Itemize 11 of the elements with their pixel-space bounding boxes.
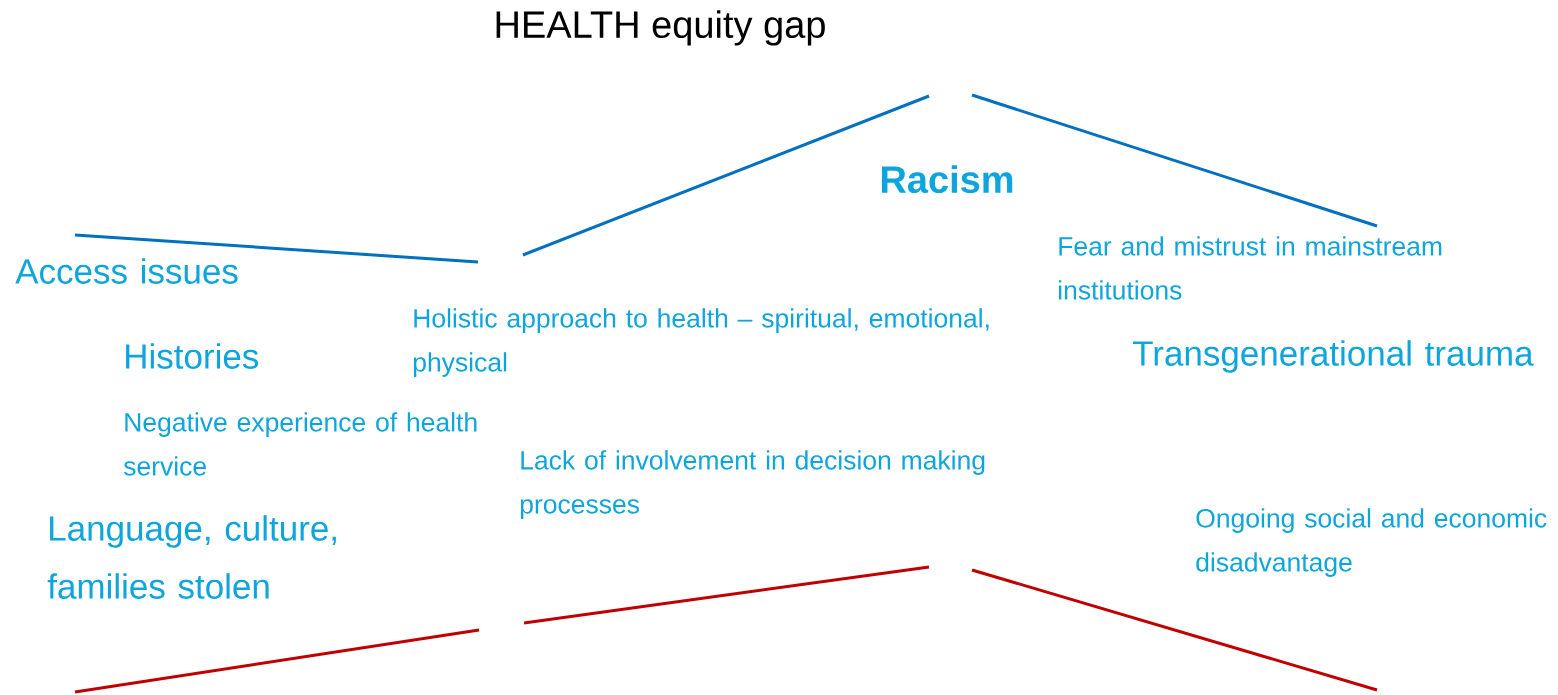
text-label: Ongoing social and economic disadvantage: [1196, 508, 1547, 577]
text-label: Language, culture, families stolen: [47, 515, 336, 599]
text-label: Negative experience of health service: [123, 412, 477, 476]
text-label: Transgenerational trauma: [1133, 340, 1534, 373]
title: HEALTH equity gap: [496, 10, 825, 46]
text-label: Racism: [881, 165, 1013, 194]
text-label: Holistic approach to health – spiritual, emotional, physical: [413, 308, 989, 377]
text-label: Fear and mistrust in mainstream institutions: [1059, 236, 1442, 300]
text-label: Lack of involvement in decision making processes: [520, 450, 985, 519]
text-label: Histories: [126, 343, 259, 369]
text-label: Access issues: [15, 258, 238, 284]
